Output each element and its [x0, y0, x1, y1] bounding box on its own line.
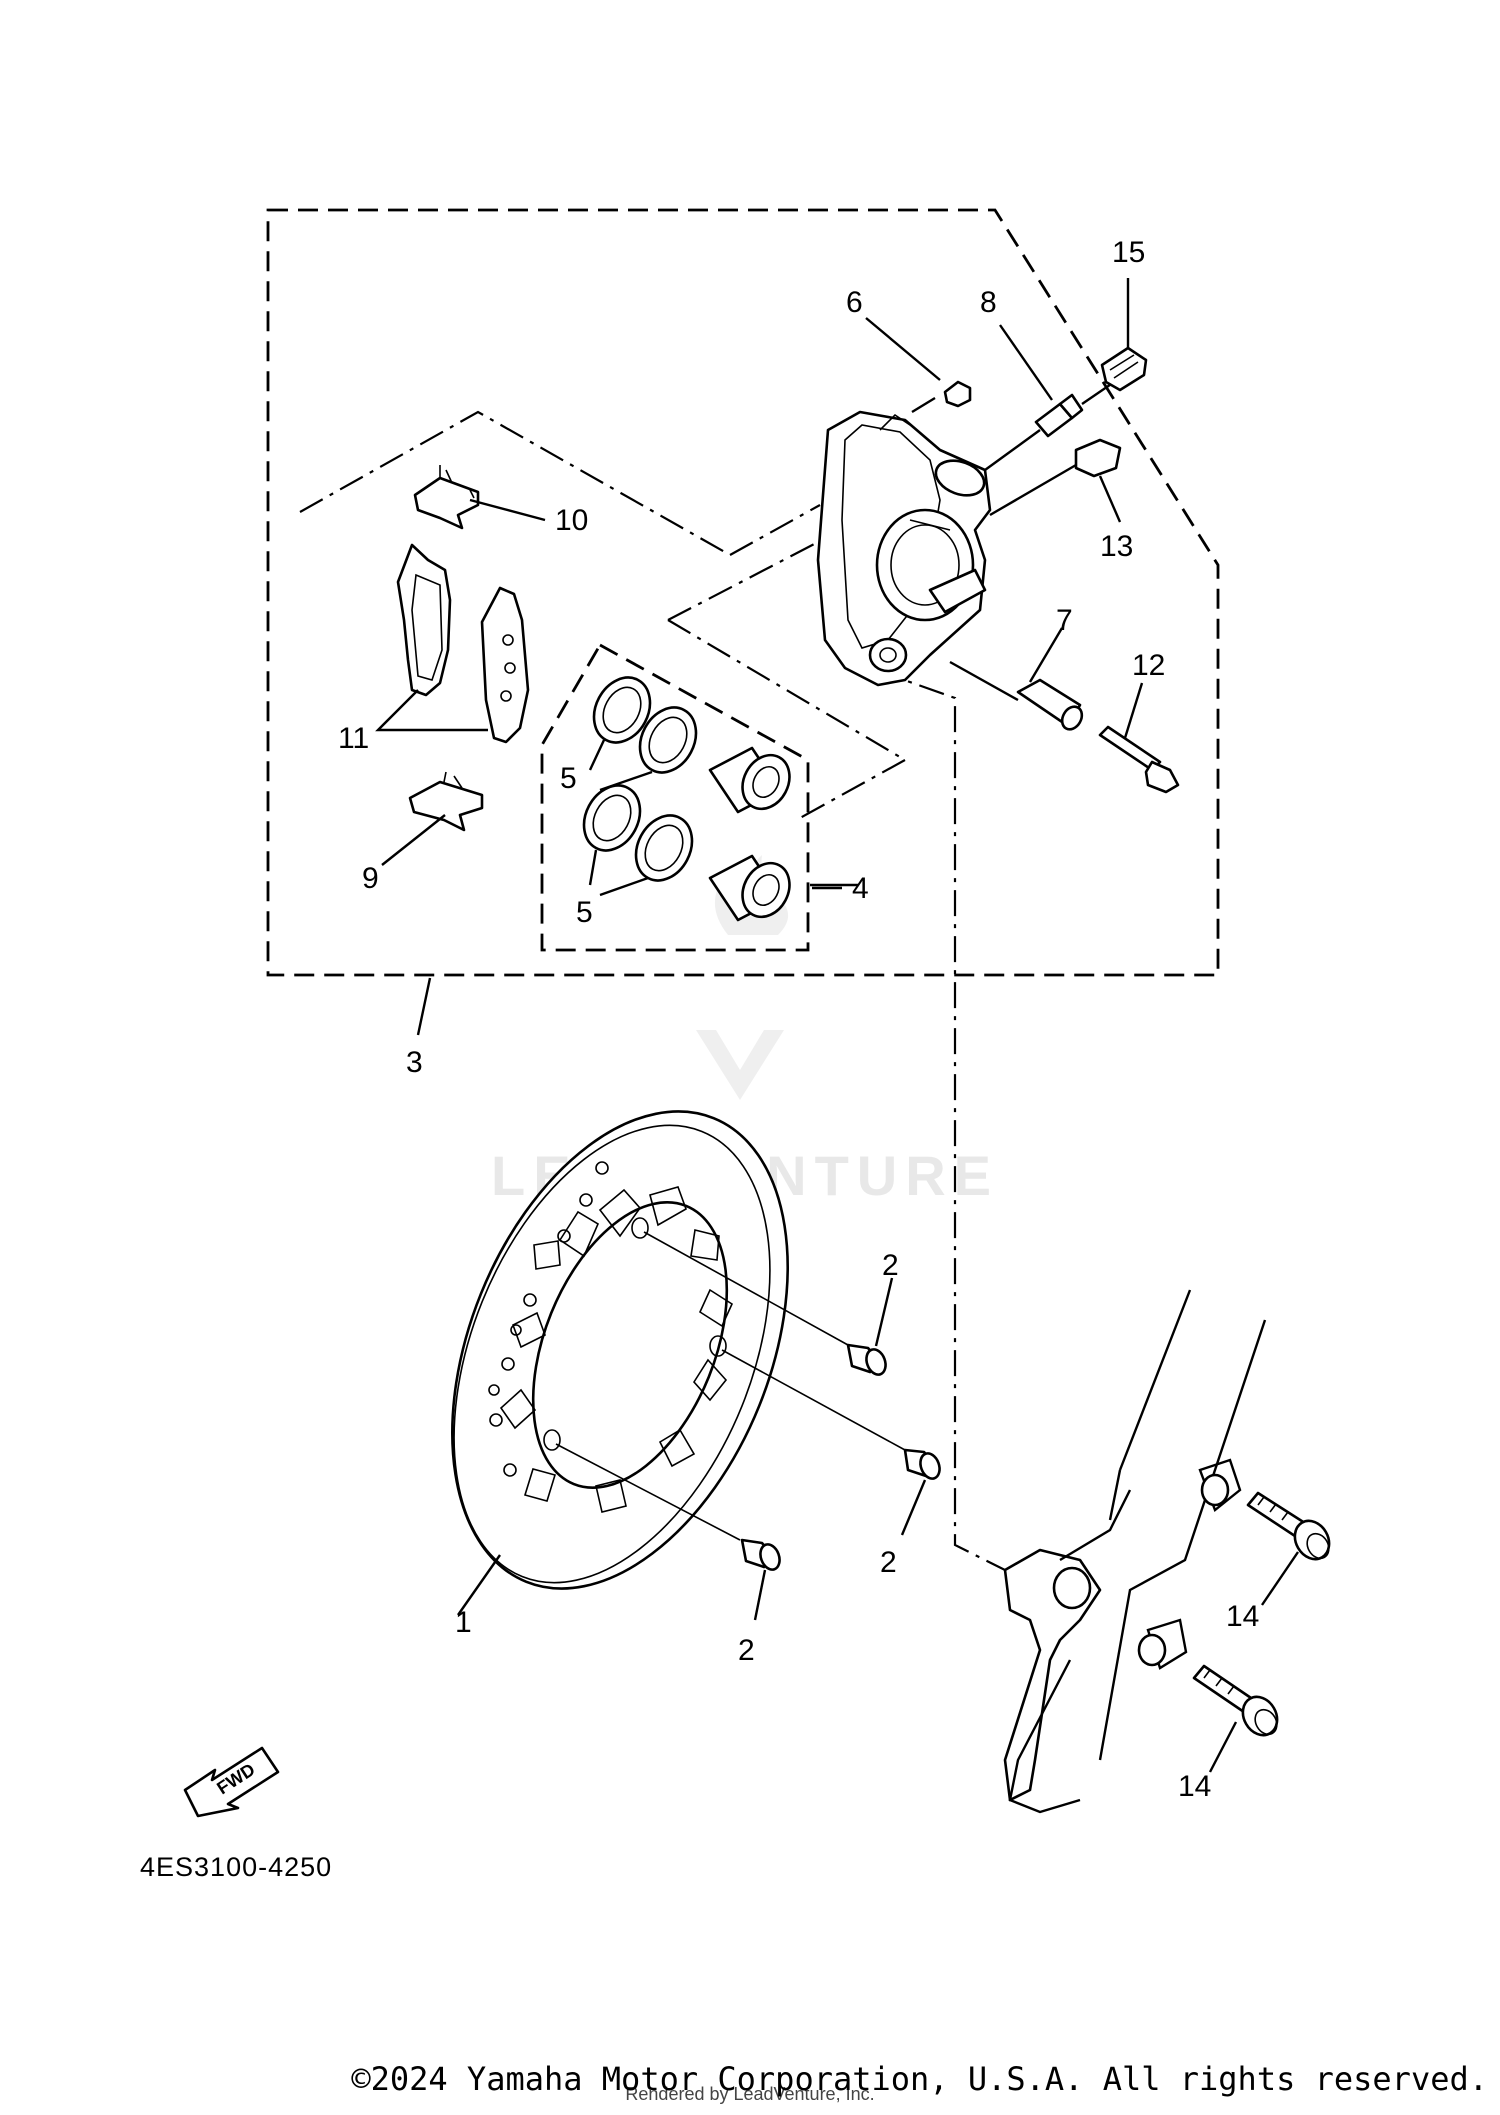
- callout-13: 13: [1100, 530, 1133, 563]
- rendered-by-note: Rendered by LeadVenture, Inc.: [625, 2084, 874, 2104]
- diagram-part-code: 4ES3100-4250: [140, 1852, 332, 1882]
- callout-6: 6: [846, 286, 863, 319]
- callout-14b: 14: [1178, 1770, 1211, 1803]
- guide-lines: [299, 410, 1006, 1571]
- callout-5a: 5: [560, 762, 577, 795]
- callout-labels: 1 2 2 2 3 4 5 5 6 7 8 9 10 11 12 13 14 1…: [338, 236, 1259, 1803]
- callout-8: 8: [980, 286, 997, 319]
- callout-9: 9: [362, 862, 379, 895]
- callout-2c: 2: [738, 1634, 755, 1667]
- callout-11: 11: [338, 722, 369, 755]
- copyright-footer: ©2024 Yamaha Motor Corporation, U.S.A. A…: [351, 2060, 1488, 2098]
- piston-seals: [582, 676, 698, 897]
- callout-12: 12: [1132, 649, 1165, 682]
- caliper-cap: [865, 317, 972, 414]
- callout-15: 15: [1112, 236, 1145, 269]
- callout-7: 7: [1056, 604, 1073, 637]
- bleed-cap: [1100, 278, 1148, 392]
- caliper-assembly-boundary: [266, 208, 1220, 977]
- callout-2b: 2: [880, 1546, 897, 1579]
- disc-bolt-holes: [488, 1161, 727, 1477]
- callout-2a: 2: [882, 1249, 899, 1282]
- pistons: [708, 746, 858, 922]
- leader-3: [416, 977, 432, 1036]
- caliper-plug: [989, 438, 1122, 523]
- pad-spring-upper: [413, 465, 546, 530]
- front-fork-leg: [1003, 1289, 1267, 1814]
- fork-bolts: [1192, 1491, 1331, 1773]
- disc-screws: [555, 1231, 941, 1621]
- caliper-bolt: [1098, 682, 1180, 794]
- brake-caliper: [816, 410, 992, 687]
- seal-kit-boundary: [540, 643, 810, 952]
- brake-pads: [375, 543, 530, 744]
- brake-disc: [451, 1110, 789, 1616]
- fwd-arrow: FWD: [183, 1746, 280, 1818]
- caliper-pin: [949, 627, 1084, 731]
- callout-5b: 5: [576, 896, 593, 929]
- callout-10: 10: [555, 504, 588, 537]
- callout-3: 3: [406, 1046, 423, 1079]
- pad-spring-lower: [381, 771, 484, 866]
- callout-4: 4: [852, 872, 869, 905]
- callout-14a: 14: [1226, 1600, 1259, 1633]
- callout-1: 1: [455, 1606, 472, 1639]
